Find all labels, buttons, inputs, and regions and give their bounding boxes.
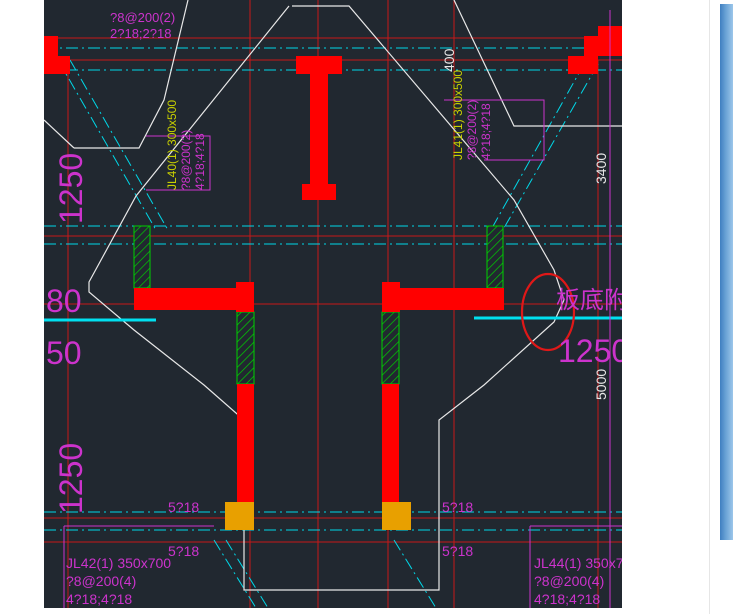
jl44-stirrup-label: ?8@200(4) xyxy=(534,573,604,589)
jl40-rebar-label: 4?18;4?18 xyxy=(193,133,207,190)
dim-3400: 3400 xyxy=(593,153,609,184)
jl44-beam-label: JL44(1) 350x700 xyxy=(534,555,622,571)
jl40-stirrup-label: ?8@200(2) xyxy=(179,130,193,190)
dim-1250-left-lower: 1250 xyxy=(53,443,89,514)
jl42-stirrup-label: ?8@200(4) xyxy=(66,573,136,589)
workspace-gap xyxy=(622,0,718,614)
rebar-label-left-lower: 5?18 xyxy=(168,543,199,559)
dim-5000: 5000 xyxy=(593,369,609,400)
jl42-rebar-label: 4?18;4?18 xyxy=(66,591,132,607)
beam-edge-lines xyxy=(44,47,622,608)
highlight-circle xyxy=(520,272,576,352)
rebar-label-left-upper: 5?18 xyxy=(168,499,199,515)
top-beam-stirrup-text: ?8@200(2) xyxy=(110,10,175,25)
dim-400: 400 xyxy=(441,48,457,72)
dimension-lines xyxy=(63,10,622,608)
jl42-beam-label: JL42(1) 350x700 xyxy=(66,555,171,571)
rebar-label-right-upper: 5?18 xyxy=(442,499,473,515)
jl41-beam-label: JL41(1) 300x500 xyxy=(451,70,465,160)
axis-lines xyxy=(44,0,622,608)
cad-drawing-canvas[interactable]: ?8@200(2) 2?18;2?18 JL40(1) 300x500 ?8@2… xyxy=(44,0,622,608)
slab-edge-lines xyxy=(44,316,622,322)
jl41-rebar-label: 4?18;4?18 xyxy=(479,103,493,160)
column-caps xyxy=(225,502,411,530)
rebar-label-right-lower: 5?18 xyxy=(442,543,473,559)
slab-bottom-note: 板底附 xyxy=(556,287,622,314)
bottom-margin xyxy=(44,608,622,614)
foundation-outline xyxy=(44,0,622,591)
side-panel-preview[interactable] xyxy=(720,4,733,540)
jl44-rebar-label: 4?18;4?18 xyxy=(534,591,600,607)
dim-1250-left-upper: 1250 xyxy=(53,153,89,224)
panel-divider xyxy=(709,0,710,614)
top-beam-rebar-text: 2?18;2?18 xyxy=(110,26,171,41)
jl41-stirrup-label: ?8@200(2) xyxy=(465,100,479,160)
dim-50: 50 xyxy=(46,335,82,371)
drawing-svg: ?8@200(2) 2?18;2?18 JL40(1) 300x500 ?8@2… xyxy=(44,0,622,608)
dim-1250-right: 1250 xyxy=(558,333,622,369)
dim-80: 80 xyxy=(46,283,82,319)
jl40-beam-label: JL40(1) 300x500 xyxy=(165,100,179,190)
shear-walls xyxy=(44,26,622,530)
